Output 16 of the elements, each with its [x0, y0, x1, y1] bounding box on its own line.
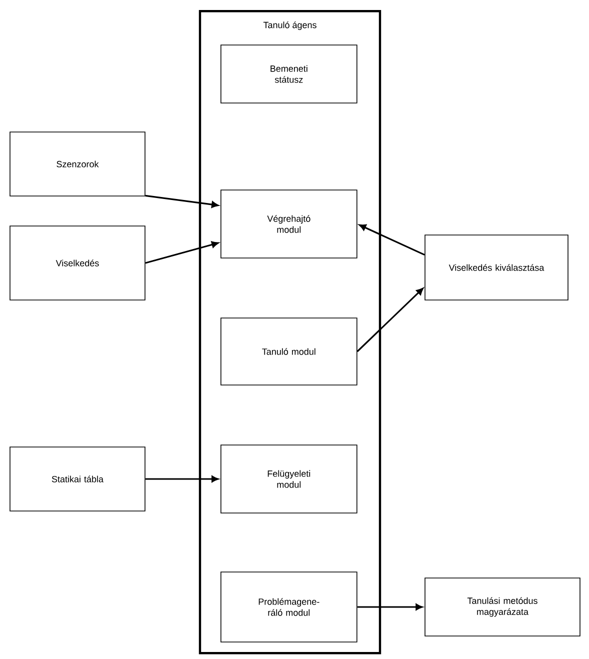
process-box: Tanulási metódus magyarázata — [424, 578, 580, 636]
arrow — [357, 604, 423, 610]
process-box: Felügyeleti modul — [220, 444, 358, 514]
process-box: Statikai tábla — [10, 446, 146, 512]
arrow — [359, 224, 425, 256]
arrow — [356, 288, 424, 352]
process-box: Tanuló modul — [220, 318, 358, 386]
process-box: Viselkedés kiválasztása — [424, 234, 568, 300]
process-box: Végrehajtó modul — [220, 190, 358, 258]
arrow — [145, 194, 218, 208]
process-box: Szenzorok — [10, 132, 146, 196]
arrow — [145, 241, 219, 264]
arrow — [145, 476, 218, 482]
process-box: Viselkedés — [10, 226, 146, 300]
process-box: Bemeneti státusz — [220, 44, 358, 104]
process-box: Problémagene-ráló modul — [220, 572, 358, 642]
